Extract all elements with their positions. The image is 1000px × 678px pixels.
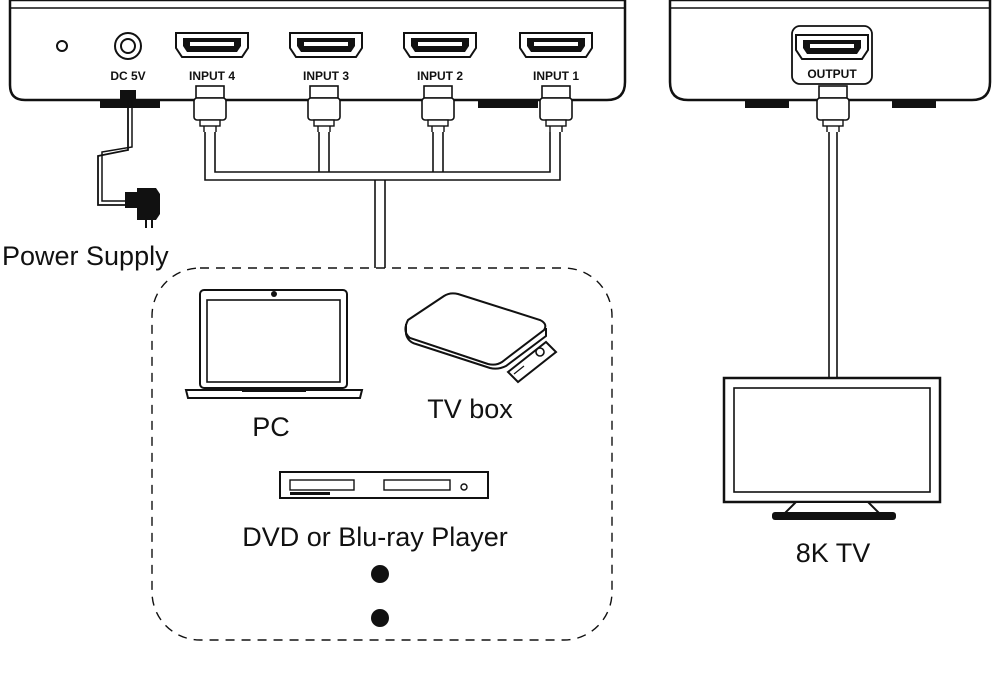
output-label: OUTPUT [807,67,857,81]
hdmi-plug-icon [421,85,455,133]
power-supply-label: Power Supply [2,241,169,271]
hdmi-cable-bundle [204,132,561,268]
input-4-label: INPUT 4 [189,69,235,83]
hdmi-cable-to-tv [828,132,838,378]
more-sources-dot [371,565,389,583]
hdmi-switcher: DC 5V INPUT 4 INPUT 3 INPUT 2 INPUT 1 [8,0,627,108]
remote-control-icon [506,340,558,384]
hdmi-input-2-port-icon [403,32,477,58]
status-led [56,40,68,52]
power-supply-icon [97,90,160,228]
hdmi-plug-icon [307,85,341,133]
tv-box-icon [404,292,547,370]
input-1-label: INPUT 1 [533,69,579,83]
dc-5v-label: DC 5V [110,69,145,83]
tv-box-label: TV box [427,394,513,424]
tv-icon [722,376,942,520]
hdmi-plug-icon [816,85,850,133]
dvd-player-icon [279,471,489,499]
dvd-player-label: DVD or Blu-ray Player [242,522,508,552]
hdmi-input-1-port-icon [519,32,593,58]
hdmi-plug-icon [539,85,573,133]
tv-label: 8K TV [796,538,871,568]
input-2-label: INPUT 2 [417,69,463,83]
hdmi-plug-icon [193,85,227,133]
laptop-icon [184,289,364,399]
more-sources-dot [371,609,389,627]
pc-label: PC [252,412,290,442]
hdmi-output-port-icon [795,34,869,60]
hdmi-input-3-port-icon [289,32,363,58]
input-3-label: INPUT 3 [303,69,349,83]
output-device: OUTPUT [668,0,992,108]
hdmi-input-4-port-icon [175,32,249,58]
sources-group [151,267,613,641]
dc-jack-icon [114,32,142,60]
